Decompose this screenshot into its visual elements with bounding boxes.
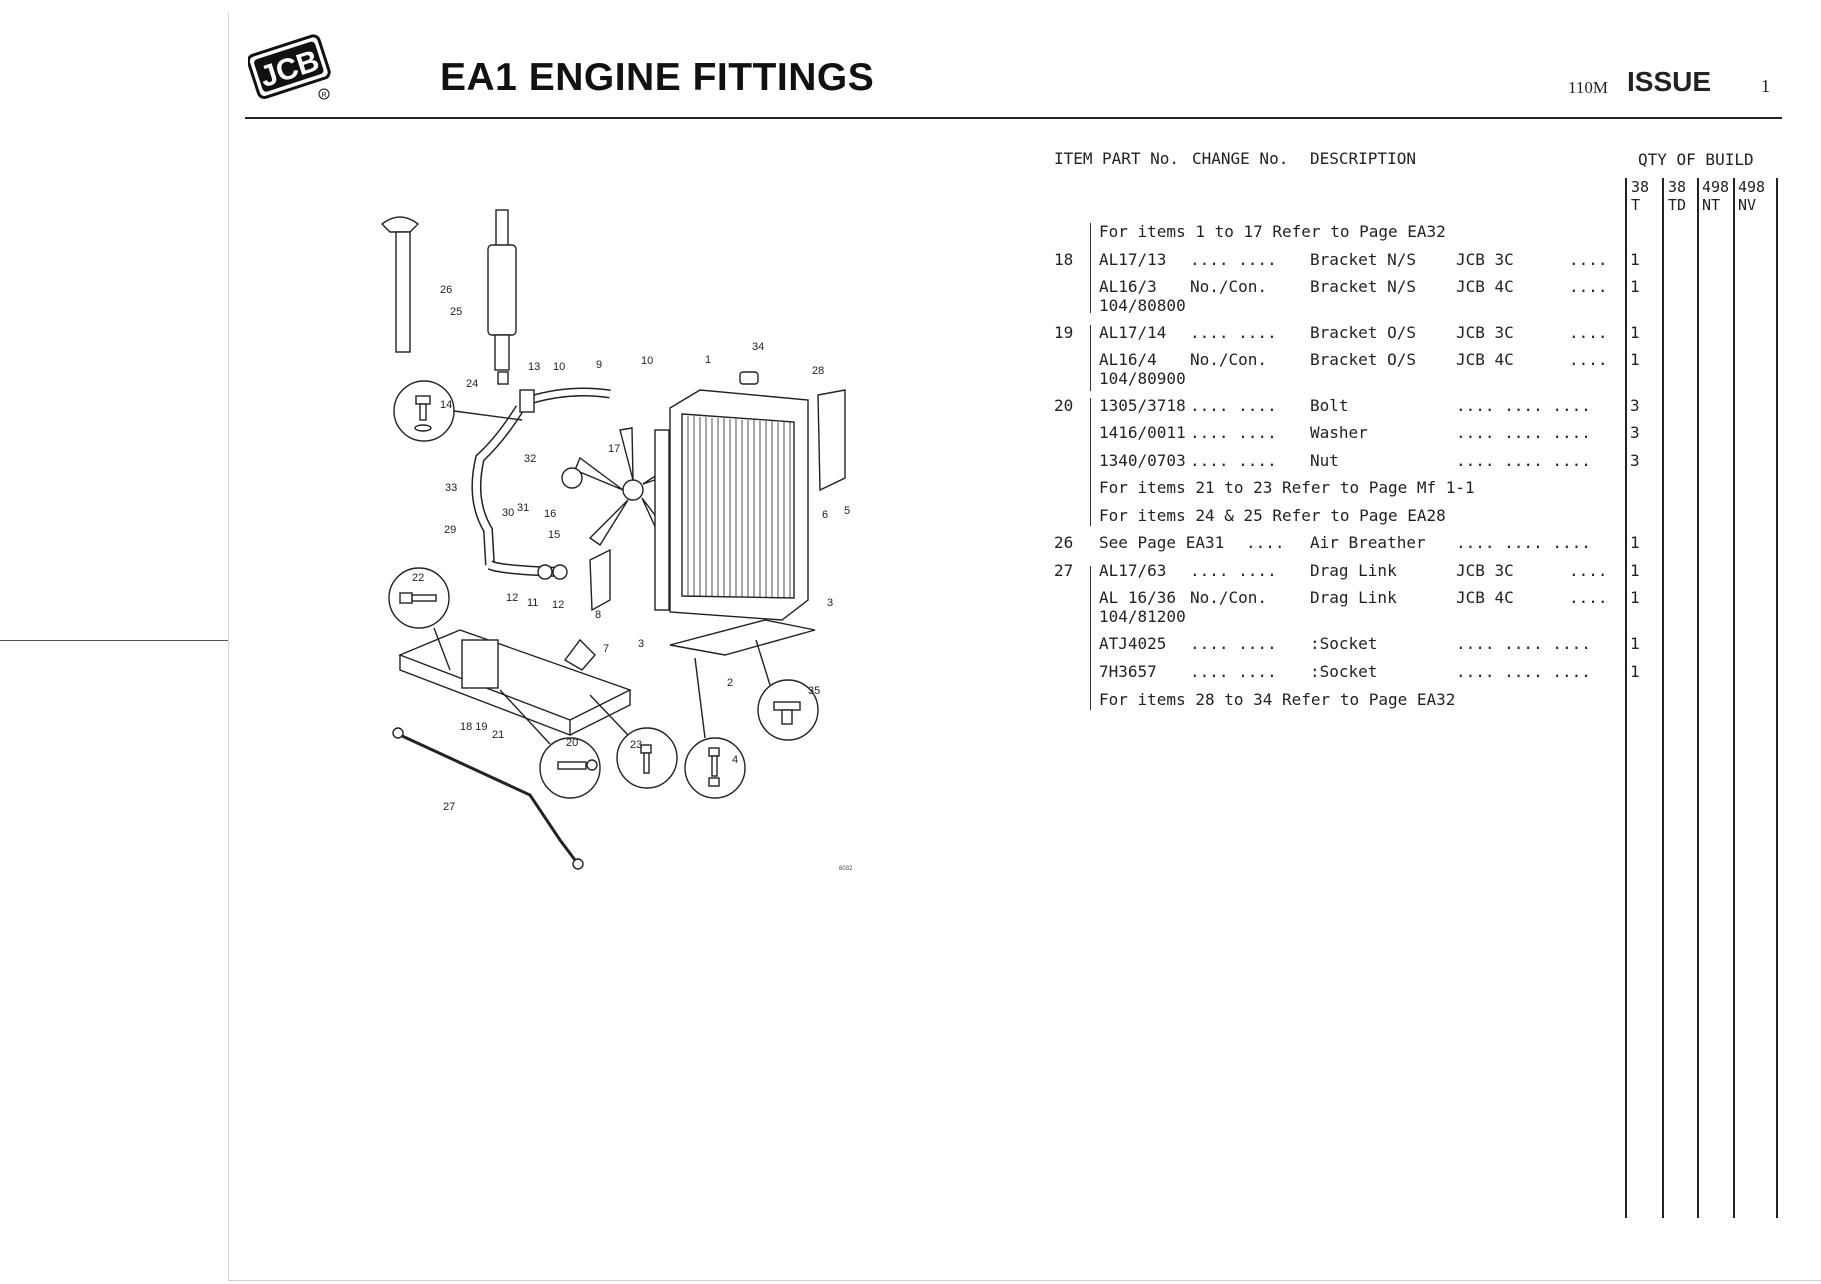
callout-label: 6 — [822, 509, 828, 521]
drawing-reference: 6032 — [839, 866, 853, 872]
svg-text:R: R — [322, 92, 327, 99]
callout-label: 21 — [492, 729, 504, 741]
callout-label: 13 — [528, 361, 540, 373]
callout-label: 23 — [630, 739, 642, 751]
callout-label: 8 — [595, 609, 601, 621]
callout-label: 12 — [552, 599, 564, 611]
callout-label: 32 — [524, 453, 536, 465]
detail-circle — [684, 657, 746, 799]
col-head-qty-of-build: QTY OF BUILD — [1638, 150, 1754, 169]
jcb-logo: JCB R — [248, 34, 331, 100]
qty-column-rule — [1733, 178, 1735, 1218]
exploded-parts-diagram: 1 2 3 3 4 5 6 7 8 9 10 10 11 12 12 13 14… — [380, 209, 850, 870]
air-breather-pipe-illustration — [380, 216, 420, 353]
issue-number: 1 — [1761, 76, 1770, 96]
callout-label: 26 — [440, 284, 452, 296]
col-head-change-no: CHANGE No. — [1192, 149, 1289, 168]
item-group-bracket — [1090, 223, 1091, 313]
cowl-plate-illustration — [817, 389, 846, 492]
header-rule — [245, 117, 1782, 119]
detail-circle — [589, 694, 678, 789]
callout-label: 25 — [450, 306, 462, 318]
callout-label: 20 — [566, 737, 578, 749]
callout-label: 15 — [548, 529, 560, 541]
col-head-description: DESCRIPTION — [1310, 149, 1416, 168]
model-code: 110M — [1568, 78, 1608, 97]
hose-illustration — [471, 387, 611, 580]
callout-label: 10 — [553, 361, 565, 373]
callout-label: 28 — [812, 365, 824, 377]
callout-label: 7 — [603, 643, 609, 655]
callout-label: 35 — [808, 685, 820, 697]
callout-label: 1 — [705, 354, 711, 366]
callout-label: 18 19 — [460, 721, 488, 733]
drag-link-illustration — [399, 733, 577, 861]
callout-labels: 1 2 3 3 4 5 6 7 8 9 10 10 11 12 12 13 14… — [412, 284, 850, 813]
callout-label: 12 — [506, 592, 518, 604]
callout-label: 34 — [752, 341, 764, 353]
callout-label: 22 — [412, 572, 424, 584]
callout-label: 17 — [608, 443, 620, 455]
callout-label: 33 — [445, 482, 457, 494]
callout-label: 27 — [443, 801, 455, 813]
callout-label: 14 — [440, 399, 452, 411]
detail-circle — [499, 689, 601, 799]
item-group-bracket — [1090, 325, 1091, 391]
qty-column-rule — [1697, 178, 1699, 1218]
callout-label: 31 — [517, 502, 529, 514]
detail-circle — [755, 639, 819, 741]
callout-label: 4 — [732, 754, 738, 766]
col-head-part-no: PART No. — [1102, 149, 1180, 168]
mounting-bracket-illustration — [398, 548, 816, 737]
qty-column-rule — [1625, 178, 1627, 1218]
callout-label: 2 — [727, 677, 733, 689]
callout-label: 5 — [844, 505, 850, 517]
callout-label: 10 — [641, 355, 653, 367]
radiator-illustration — [654, 371, 809, 621]
air-cleaner-illustration — [487, 209, 517, 385]
callout-label: 3 — [638, 638, 644, 650]
callout-label: 3 — [827, 597, 833, 609]
callout-label: 11 — [527, 597, 538, 609]
page-title: EA1 ENGINE FITTINGS — [440, 56, 875, 99]
qty-column-rule — [1662, 178, 1664, 1218]
qty-column-rule — [1776, 178, 1778, 1218]
callout-label: 16 — [544, 508, 556, 520]
issue-label: ISSUE — [1627, 66, 1712, 97]
callout-label: 24 — [466, 378, 478, 390]
col-head-item: ITEM — [1054, 149, 1093, 168]
callout-label: 30 — [502, 507, 514, 519]
page-edge-rule — [0, 640, 228, 641]
detail-circle — [388, 567, 451, 671]
callout-label: 29 — [444, 524, 456, 536]
item-group-bracket — [1090, 398, 1091, 526]
detail-circle — [393, 380, 523, 442]
callout-label: 9 — [596, 359, 602, 371]
item-group-bracket — [1090, 566, 1091, 710]
